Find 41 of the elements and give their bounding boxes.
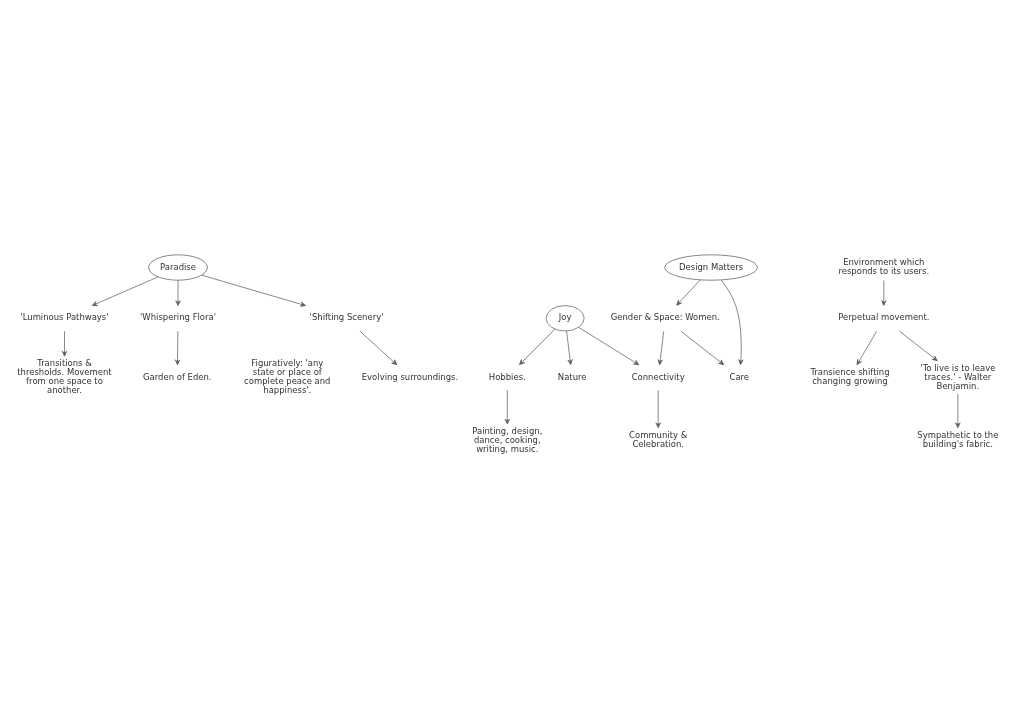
arrow	[175, 279, 181, 306]
arrow	[201, 274, 306, 307]
node-ellipse: Paradise	[148, 253, 208, 281]
arrow	[519, 328, 556, 365]
node-text: Hobbies.	[488, 371, 526, 382]
arrow	[680, 330, 725, 365]
arrow	[578, 326, 640, 365]
node-label: Figuratively: 'any state or place of complete peace and happiness'.	[244, 357, 331, 395]
node-ellipse: Joy	[545, 304, 585, 331]
node-text: Gender & Space: Women.	[610, 311, 720, 322]
node-text: 'Shifting Scenery'	[309, 311, 384, 322]
arrow	[856, 330, 877, 365]
arrow	[676, 279, 701, 306]
arrow	[657, 330, 665, 365]
arrow	[898, 330, 938, 361]
arrow	[504, 389, 510, 424]
node-text: Environment which responds to its users.	[838, 256, 930, 276]
node-text: 'Whispering Flora'	[140, 311, 216, 322]
arrow	[174, 330, 181, 365]
arrow	[955, 393, 961, 428]
node-text: Transience shifting changing growing	[810, 366, 890, 386]
node-text: Connectivity	[631, 371, 685, 382]
arrow	[359, 330, 398, 365]
arrow	[881, 279, 887, 306]
node-text: Sympathetic to the building's fabric.	[917, 429, 999, 449]
node-text: Community & Celebration.	[629, 429, 688, 449]
node-text: Perpetual movement.	[838, 311, 930, 322]
arrow	[91, 276, 159, 306]
node-text: Evolving surroundings.	[361, 371, 459, 382]
node-text: Care	[729, 371, 750, 382]
arrow	[566, 330, 573, 365]
arrow	[61, 330, 68, 356]
node-text: Nature	[557, 371, 587, 382]
node-text: Painting, design, dance, cooking, writing, music.	[472, 425, 543, 454]
arrow	[655, 389, 661, 428]
node-text: Transitions & thresholds. Movement from one space to another.	[17, 357, 112, 395]
node-text: Garden of Eden.	[143, 371, 212, 382]
arrow	[720, 279, 744, 365]
node-ellipse: Design Matters	[664, 253, 758, 281]
node-text: 'To live is to leave traces.' - Walter Benjamin.	[920, 362, 996, 391]
node-text: 'Luminous Pathways'	[20, 311, 109, 322]
